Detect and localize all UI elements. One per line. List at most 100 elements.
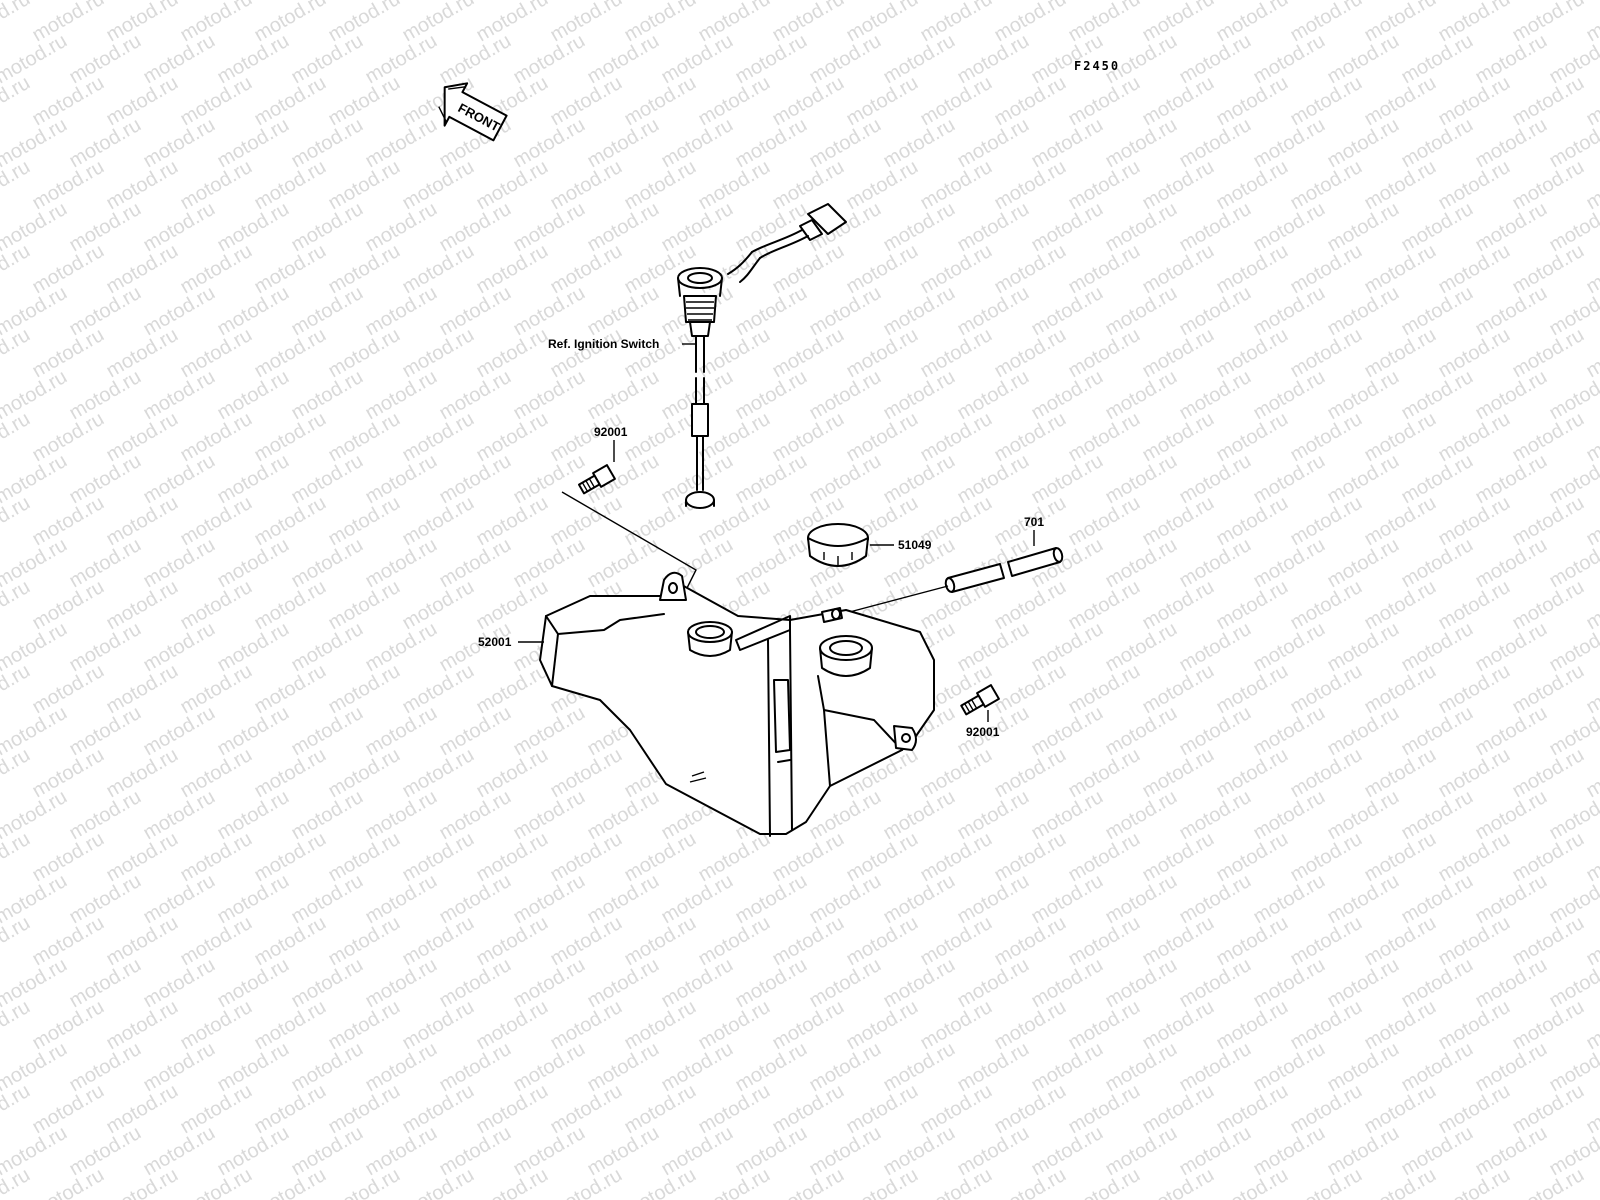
watermark-text: motod.ru	[1176, 114, 1255, 173]
watermark-text: motod.ru	[66, 366, 145, 425]
watermark-text: motod.ru	[843, 408, 922, 467]
watermark-text: motod.ru	[1176, 786, 1255, 845]
watermark-text: motod.ru	[66, 1122, 145, 1181]
watermark-text: motod.ru	[1250, 114, 1329, 173]
watermark-text: motod.ru	[991, 240, 1070, 299]
watermark-text: motod.ru	[769, 996, 848, 1055]
watermark-text: motod.ru	[1065, 576, 1144, 635]
watermark-text: motod.ru	[66, 534, 145, 593]
watermark-text: motod.ru	[732, 450, 811, 509]
watermark-text: motod.ru	[1361, 156, 1440, 215]
watermark-text: motod.ru	[251, 996, 330, 1055]
watermark-text: motod.ru	[843, 912, 922, 971]
watermark-text: motod.ru	[584, 1122, 663, 1181]
watermark-text: motod.ru	[214, 366, 293, 425]
watermark-text: motod.ru	[1250, 30, 1329, 89]
watermark-text: motod.ru	[177, 156, 256, 215]
watermark-text: motod.ru	[843, 1080, 922, 1139]
watermark-text: motod.ru	[1398, 786, 1477, 845]
watermark-text: motod.ru	[1139, 324, 1218, 383]
watermark-text: motod.ru	[1435, 240, 1514, 299]
watermark-text: motod.ru	[103, 324, 182, 383]
watermark-text: motod.ru	[954, 282, 1033, 341]
watermark-text: motod.ru	[436, 1038, 515, 1097]
watermark-text: motod.ru	[1472, 786, 1551, 845]
watermark-text: motod.ru	[584, 366, 663, 425]
watermark-text: motod.ru	[547, 1080, 626, 1139]
watermark-text: motod.ru	[29, 828, 108, 887]
watermark-text: motod.ru	[103, 0, 182, 46]
watermark-text: motod.ru	[399, 492, 478, 551]
watermark-text: motod.ru	[1324, 450, 1403, 509]
watermark-text: motod.ru	[1509, 240, 1588, 299]
watermark-text: motod.ru	[658, 198, 737, 257]
watermark-text: motod.ru	[510, 30, 589, 89]
watermark-text: motod.ru	[1139, 828, 1218, 887]
watermark-text: motod.ru	[1324, 870, 1403, 929]
watermark-text: motod.ru	[1287, 408, 1366, 467]
watermark-text: motod.ru	[732, 870, 811, 929]
watermark-text: motod.ru	[1509, 72, 1588, 131]
watermark-text: motod.ru	[1583, 576, 1600, 635]
watermark-text: motod.ru	[251, 324, 330, 383]
watermark-text: motod.ru	[362, 534, 441, 593]
watermark-text: motod.ru	[991, 660, 1070, 719]
watermark-text: motod.ru	[1435, 0, 1514, 46]
watermark-text: motod.ru	[1065, 240, 1144, 299]
watermark-text: motod.ru	[1139, 408, 1218, 467]
watermark-text: motod.ru	[1213, 492, 1292, 551]
watermark-text: motod.ru	[436, 450, 515, 509]
watermark-text: motod.ru	[1213, 828, 1292, 887]
watermark-text: motod.ru	[1472, 1122, 1551, 1181]
watermark-text: motod.ru	[621, 912, 700, 971]
watermark-text: motod.ru	[1509, 660, 1588, 719]
watermark-text: motod.ru	[66, 702, 145, 761]
watermark-text: motod.ru	[991, 744, 1070, 803]
watermark-text: motod.ru	[510, 870, 589, 929]
watermark-text: motod.ru	[214, 618, 293, 677]
watermark-text: motod.ru	[1176, 534, 1255, 593]
watermark-text: motod.ru	[658, 1038, 737, 1097]
watermark-text: motod.ru	[1065, 492, 1144, 551]
watermark-text: motod.ru	[954, 1122, 1033, 1181]
watermark-text: motod.ru	[214, 114, 293, 173]
watermark-text: motod.ru	[177, 912, 256, 971]
watermark-text: motod.ru	[732, 114, 811, 173]
watermark-text: motod.ru	[1583, 156, 1600, 215]
watermark-text: motod.ru	[362, 450, 441, 509]
watermark-text: motod.ru	[769, 156, 848, 215]
watermark-text: motod.ru	[251, 492, 330, 551]
watermark-text: motod.ru	[621, 1164, 700, 1200]
watermark-text: motod.ru	[325, 492, 404, 551]
watermark-text: motod.ru	[0, 0, 34, 46]
watermark-text: motod.ru	[1435, 72, 1514, 131]
watermark-text: motod.ru	[954, 954, 1033, 1013]
watermark-text: motod.ru	[991, 72, 1070, 131]
watermark-text: motod.ru	[103, 1164, 182, 1200]
watermark-text: motod.ru	[362, 786, 441, 845]
watermark-text: motod.ru	[288, 30, 367, 89]
watermark-text: motod.ru	[880, 870, 959, 929]
watermark-text: motod.ru	[1213, 156, 1292, 215]
watermark-text: motod.ru	[917, 1164, 996, 1200]
watermark-text: motod.ru	[510, 282, 589, 341]
watermark-text: motod.ru	[1028, 618, 1107, 677]
watermark-text: motod.ru	[769, 1164, 848, 1200]
watermark-text: motod.ru	[177, 408, 256, 467]
watermark-text: motod.ru	[547, 744, 626, 803]
watermark-text: motod.ru	[29, 1164, 108, 1200]
watermark-text: motod.ru	[954, 618, 1033, 677]
watermark-text: motod.ru	[362, 702, 441, 761]
watermark-text: motod.ru	[1176, 618, 1255, 677]
watermark-text: motod.ru	[1287, 912, 1366, 971]
watermark-text: motod.ru	[1509, 1164, 1588, 1200]
watermark-text: motod.ru	[806, 450, 885, 509]
watermark-text: motod.ru	[1472, 954, 1551, 1013]
watermark-text: motod.ru	[806, 1122, 885, 1181]
watermark-text: motod.ru	[1176, 282, 1255, 341]
watermark-text: motod.ru	[1213, 1164, 1292, 1200]
watermark-text: motod.ru	[1472, 870, 1551, 929]
watermark-text: motod.ru	[362, 30, 441, 89]
watermark-text: motod.ru	[1102, 198, 1181, 257]
watermark-text: motod.ru	[362, 1122, 441, 1181]
